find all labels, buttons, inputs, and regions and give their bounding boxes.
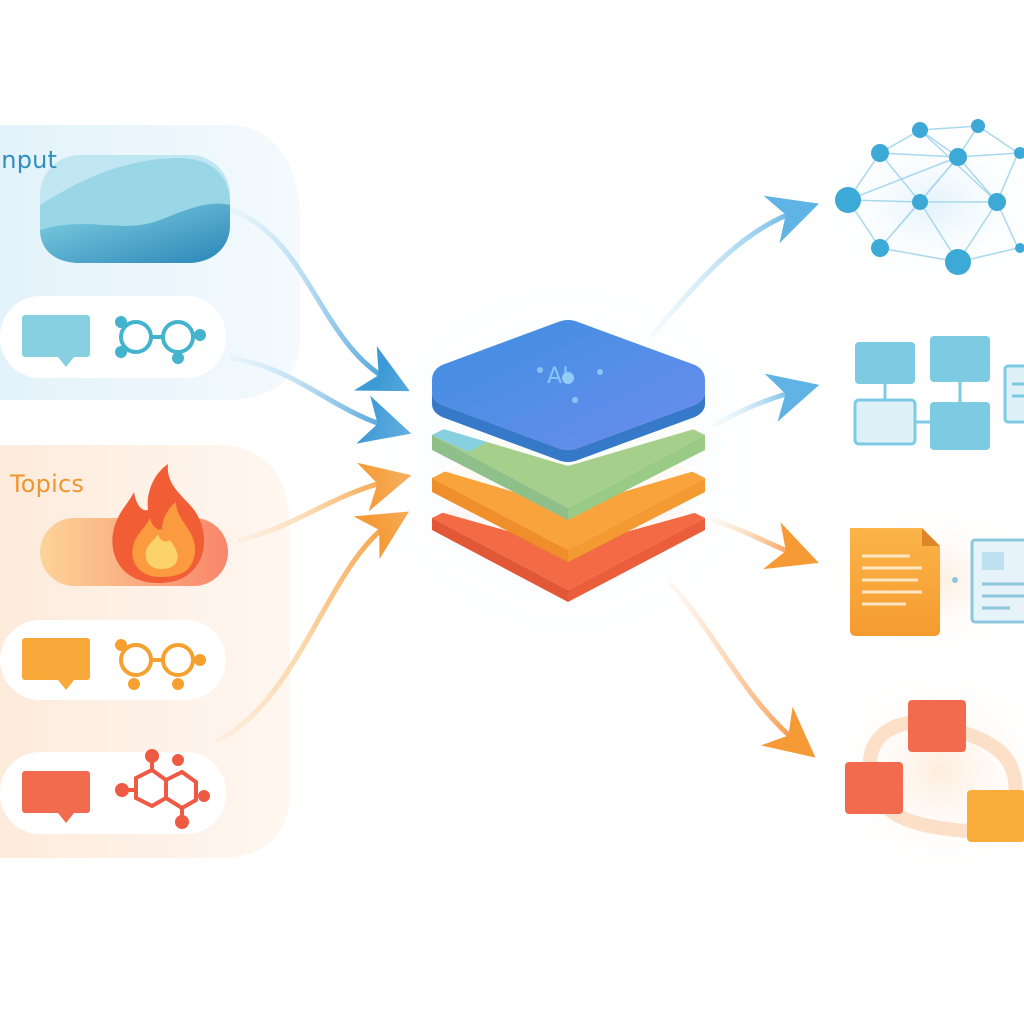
layer-stack-icon xyxy=(358,270,778,650)
wave-card-icon xyxy=(40,155,230,263)
molecule-icon xyxy=(115,749,210,829)
speech-bubble-icon xyxy=(22,638,90,690)
topic-pill xyxy=(40,464,228,586)
molecule-icon xyxy=(115,639,206,690)
ai-core-label: AI xyxy=(547,364,569,389)
topic-row-card xyxy=(0,620,226,700)
flame-icon xyxy=(112,464,205,583)
topics-label: Topics xyxy=(10,470,85,498)
id-card-icon xyxy=(970,538,1024,624)
speech-bubble-icon xyxy=(22,771,90,823)
cycle-blocks-icon xyxy=(830,665,1024,875)
flowchart-icon xyxy=(853,336,1024,450)
speech-bubble-icon xyxy=(22,315,90,367)
input-row-card xyxy=(0,296,226,378)
topic-row-card xyxy=(0,749,226,834)
neural-network-icon xyxy=(820,119,1024,285)
molecule-icon xyxy=(115,316,206,364)
input-label: Input xyxy=(0,146,58,174)
